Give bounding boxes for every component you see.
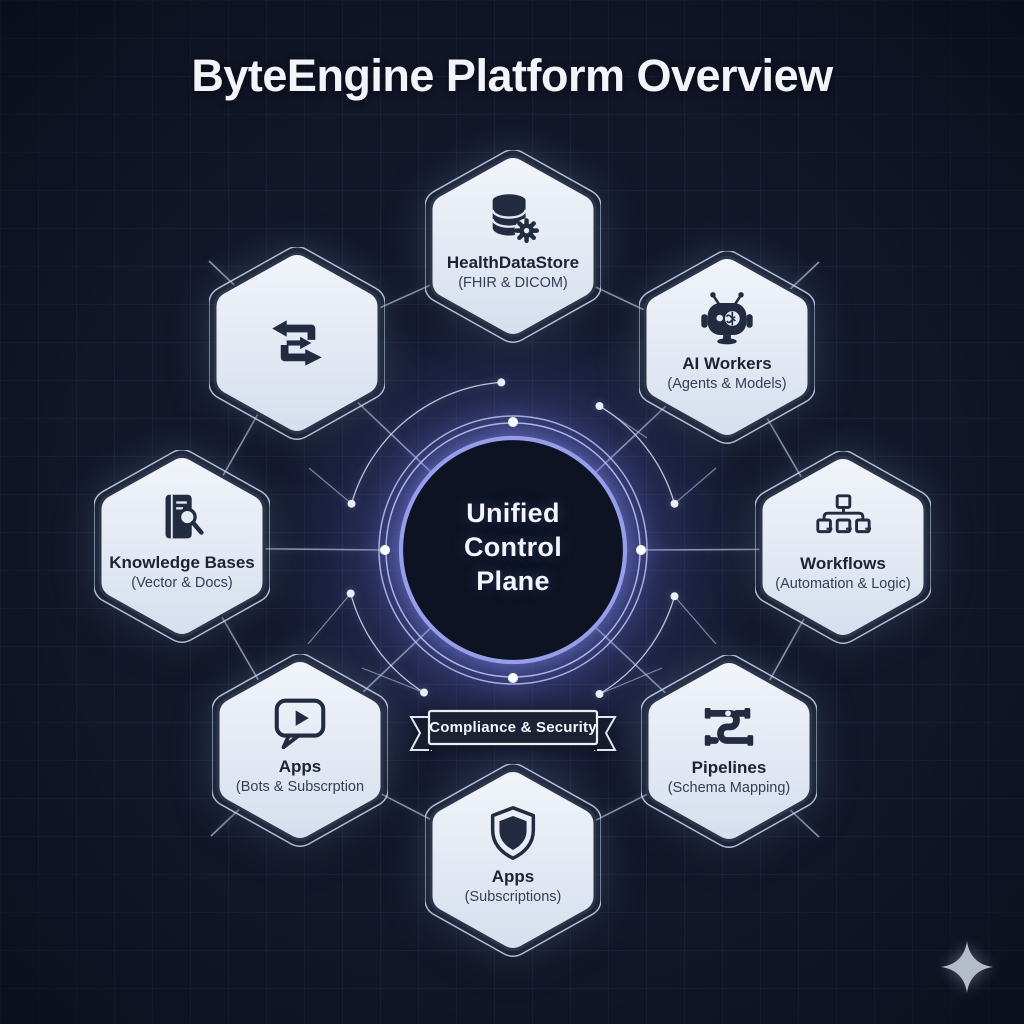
node-health-data-store: HealthDataStore (FHIR & DICOM): [425, 150, 601, 346]
hexagon-shape: [212, 654, 388, 848]
book-search-icon: [165, 494, 204, 539]
hexagon-shape: [755, 451, 931, 645]
node-apps-bots: Apps (Bots & Subscrption: [212, 654, 388, 850]
node-title: Apps: [278, 757, 322, 776]
control-plane-rings: [378, 415, 648, 685]
control-plane-label: Unified Control Plane: [403, 496, 623, 598]
node-subtitle: (Bots & Subscrption: [235, 779, 365, 795]
node-ai-workers: AI Workers (Agents & Models): [639, 251, 815, 447]
control-plane-line-3: Plane: [476, 566, 550, 596]
node-subtitle: (Vector & Docs): [131, 575, 233, 591]
transfer-arrows-icon: [272, 320, 322, 366]
node-subtitle: (Agents & Models): [667, 376, 787, 392]
decorative-arcs: [350, 381, 676, 695]
node-subtitle: (Subscriptions): [464, 889, 562, 905]
org-chart-icon: [816, 494, 872, 534]
node-data-transfer: [209, 247, 385, 443]
node-labels: Pipelines (Schema Mapping): [647, 757, 811, 798]
compliance-ribbon: [409, 709, 617, 752]
node-labels: Workflows (Automation & Logic): [761, 553, 925, 594]
node-pipelines: Pipelines (Schema Mapping): [641, 655, 817, 851]
shield-icon: [490, 806, 536, 860]
hexagon-shape: [425, 150, 601, 344]
node-title: Apps: [491, 867, 535, 886]
page-title: ByteEngine Platform Overview: [191, 50, 833, 101]
node-title: Workflows: [800, 554, 886, 573]
node-title: HealthDataStore: [446, 253, 580, 272]
compliance-ribbon-label: Compliance & Security: [429, 719, 597, 736]
node-title: Pipelines: [691, 758, 767, 777]
hexagon-shape: [425, 764, 601, 958]
robot-icon: [701, 292, 753, 345]
node-knowledge-bases: Knowledge Bases (Vector & Docs): [94, 450, 270, 646]
node-title: Knowledge Bases: [109, 553, 255, 572]
node-labels: HealthDataStore (FHIR & DICOM): [431, 252, 595, 293]
ring-node-dots: [380, 417, 646, 683]
database-gear-icon: [491, 194, 539, 244]
chat-play-icon: [274, 698, 326, 750]
four-point-star-icon: [941, 941, 993, 993]
control-plane-line-1: Unified: [466, 498, 560, 528]
control-plane-line-2: Control: [463, 532, 563, 562]
node-subtitle: (Schema Mapping): [667, 780, 791, 796]
pipeline-icon: [704, 708, 754, 746]
node-subtitle: (Automation & Logic): [775, 576, 911, 592]
hexagon-shape: [639, 251, 815, 445]
node-title: AI Workers: [682, 354, 772, 373]
node-subtitle: (FHIR & DICOM): [458, 275, 568, 291]
node-labels: Knowledge Bases (Vector & Docs): [100, 552, 264, 593]
hexagon-shape: [641, 655, 817, 849]
hexagon-shape: [94, 450, 270, 644]
node-labels: Apps (Subscriptions): [431, 866, 595, 907]
node-apps-subscriptions: Apps (Subscriptions): [425, 764, 601, 960]
node-workflows: Workflows (Automation & Logic): [755, 451, 931, 647]
arc-tie-lines: [307, 405, 717, 695]
node-labels: AI Workers (Agents & Models): [645, 353, 809, 394]
node-labels: Apps (Bots & Subscrption: [218, 756, 382, 797]
arc-endpoint-dots: [346, 378, 679, 698]
